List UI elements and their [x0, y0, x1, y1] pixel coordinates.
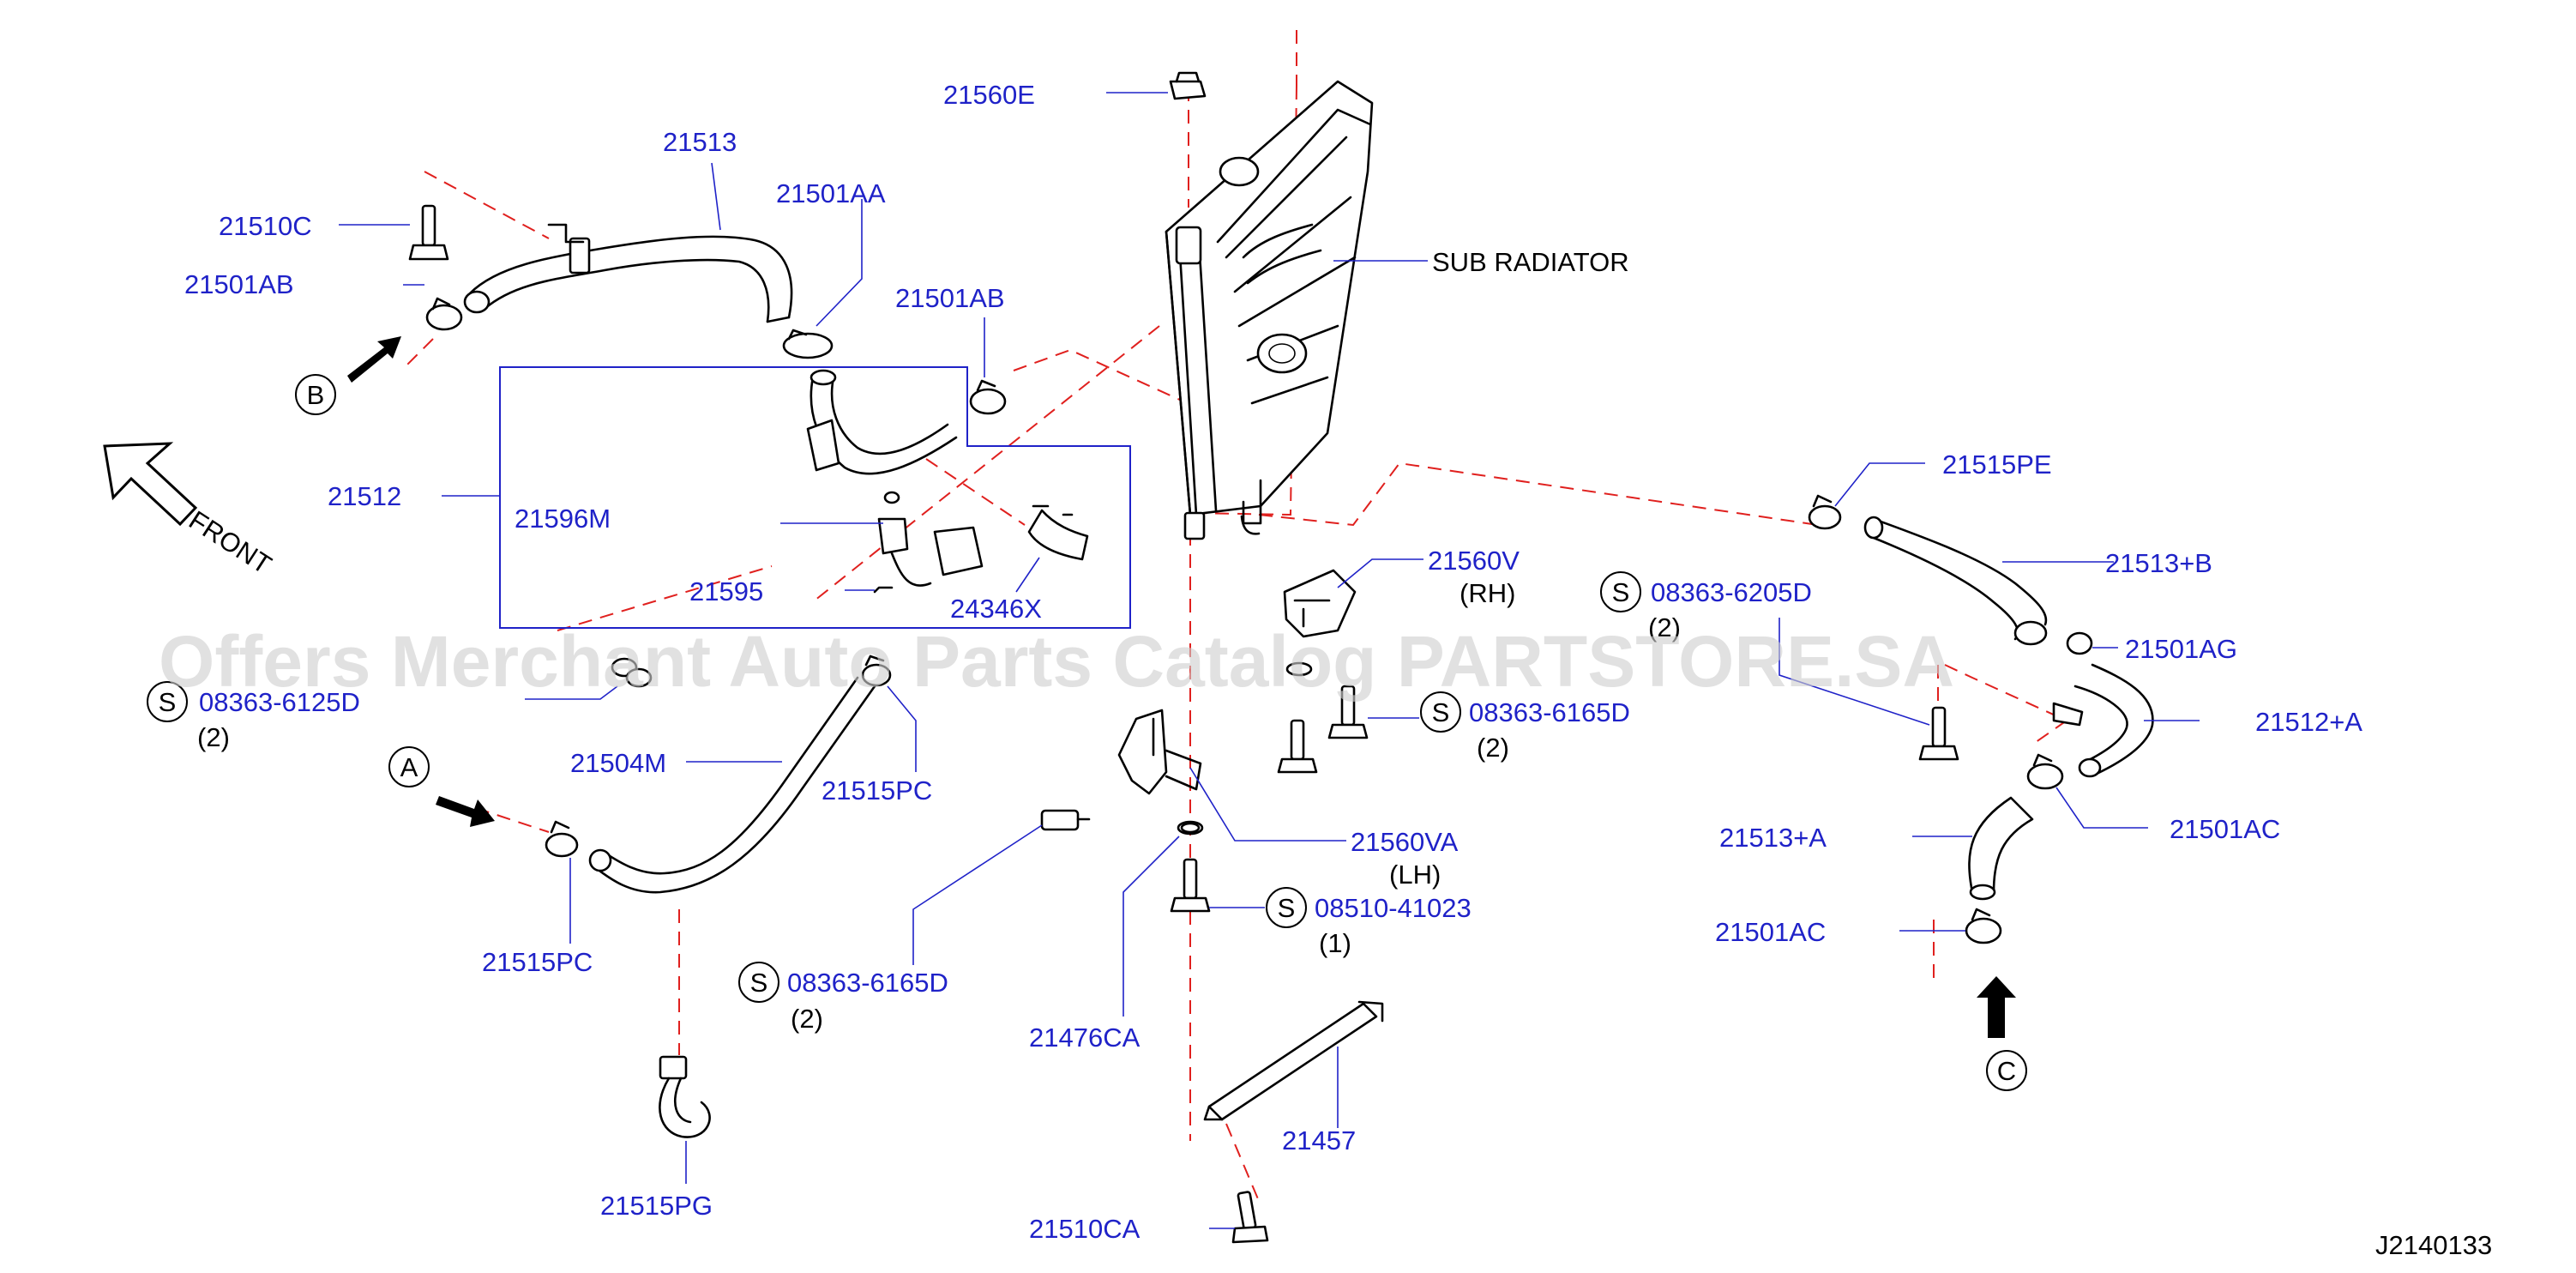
circle-ref-c: C — [1986, 1050, 2027, 1091]
assembly-21512[interactable] — [442, 366, 1131, 629]
label-screw-08363-6165D-lower[interactable]: 08363-6165D — [787, 968, 948, 998]
label-21595[interactable]: 21595 — [689, 576, 763, 606]
label-21501AA[interactable]: 21501AA — [776, 178, 886, 208]
part-labels: 21560E 21513 21501AA 21510C 21501AB 2150… — [184, 80, 2492, 1260]
bolt-08363-6205D[interactable] — [1779, 618, 1959, 761]
bolt-08363-6165D-lower[interactable] — [912, 809, 1091, 965]
hose-21504M[interactable] — [588, 676, 876, 894]
label-screw-08363-6205D-qty: (2) — [1648, 612, 1681, 643]
bolt-21510C[interactable] — [339, 204, 449, 261]
screw-symbol-1: S — [147, 681, 188, 722]
assembly-21512-outline — [499, 366, 1131, 629]
label-sub-radiator: SUB RADIATOR — [1432, 247, 1629, 277]
hose-21513[interactable] — [463, 162, 793, 323]
hose-clamp-21501AA[interactable] — [782, 199, 863, 359]
bracket-21560VA[interactable] — [1117, 709, 1346, 842]
label-21560V[interactable]: 21560V — [1428, 546, 1520, 576]
label-screw-08363-6205D[interactable]: 08363-6205D — [1651, 577, 1812, 607]
hose-clamp-21515PC-upper[interactable] — [861, 655, 917, 772]
label-21512[interactable]: 21512 — [328, 481, 401, 511]
label-24346X[interactable]: 24346X — [950, 594, 1042, 624]
label-21512A[interactable]: 21512+A — [2255, 707, 2362, 737]
svg-text:S: S — [1432, 697, 1450, 727]
assembly-guide-lines — [402, 30, 2069, 1202]
svg-text:S: S — [159, 687, 177, 717]
support-strip-21457[interactable] — [1203, 1000, 1384, 1128]
svg-text:S: S — [1612, 577, 1630, 607]
bolt-upper-small[interactable] — [1277, 719, 1318, 774]
circle-ref-b: B — [295, 374, 336, 415]
label-21560VA[interactable]: 21560VA — [1351, 827, 1459, 857]
label-21501AB-mid[interactable]: 21501AB — [895, 283, 1005, 313]
label-21515PE[interactable]: 21515PE — [1942, 449, 2052, 480]
label-21510CA[interactable]: 21510CA — [1029, 1214, 1141, 1244]
label-screw-08510-41023-qty: (1) — [1319, 928, 1351, 958]
hose-clamp-21501AB-left[interactable] — [403, 284, 463, 331]
label-screw-08363-6165D-upper[interactable]: 08363-6165D — [1469, 697, 1630, 727]
screw-symbol-2: S — [1600, 571, 1641, 612]
hose-clamp-21501AG[interactable] — [2066, 631, 2118, 655]
label-21501AB-left[interactable]: 21501AB — [184, 269, 294, 299]
label-screw-08363-6165D-lower-qty: (2) — [791, 1004, 823, 1034]
label-21501AG[interactable]: 21501AG — [2125, 634, 2237, 664]
label-21515PC-lower[interactable]: 21515PC — [482, 947, 593, 977]
hose-clamp-21501AB-mid[interactable] — [969, 317, 1007, 415]
label-21510C[interactable]: 21510C — [219, 211, 312, 241]
hose-clamp-21515PC-lower[interactable] — [545, 820, 579, 944]
hose-21513A[interactable] — [1912, 796, 2034, 901]
label-screw-08363-6125D-qty: (2) — [197, 722, 230, 752]
svg-text:S: S — [750, 968, 768, 998]
label-screw-08510-41023[interactable]: 08510-41023 — [1315, 893, 1472, 923]
label-21501AC-right[interactable]: 21501AC — [2170, 814, 2280, 844]
front-arrow-icon — [103, 442, 198, 527]
label-21513A[interactable]: 21513+A — [1719, 823, 1827, 853]
circle-ref-c-label: C — [1997, 1056, 2016, 1086]
clip-08363-6125D[interactable] — [525, 657, 653, 700]
bolt-08510-41023[interactable] — [1170, 858, 1265, 913]
hose-clamp-21501AC-right[interactable] — [2026, 753, 2148, 829]
label-21560V-side: (RH) — [1460, 578, 1515, 608]
arrow-c-icon — [1977, 976, 2016, 1038]
label-21560VA-side: (LH) — [1389, 860, 1441, 890]
screw-symbol-4: S — [738, 962, 779, 1003]
screw-symbol-5: S — [1266, 887, 1307, 928]
label-21515PG[interactable]: 21515PG — [600, 1191, 713, 1221]
label-21513B[interactable]: 21513+B — [2105, 548, 2212, 578]
circle-ref-a-label: A — [400, 752, 418, 782]
diagram-code: J2140133 — [2375, 1230, 2492, 1260]
label-screw-08363-6165D-upper-qty: (2) — [1477, 733, 1509, 763]
washer-21476CA[interactable] — [1122, 822, 1201, 1017]
arrow-a-icon — [436, 796, 495, 827]
bracket-21560V[interactable] — [1283, 558, 1423, 677]
label-21504M[interactable]: 21504M — [570, 748, 666, 778]
label-21476CA[interactable]: 21476CA — [1029, 1023, 1141, 1053]
label-21560E[interactable]: 21560E — [943, 80, 1035, 110]
hose-21513-leader — [711, 162, 721, 231]
hose-clamp-21515PE[interactable] — [1808, 462, 1925, 530]
circle-ref-b-label: B — [307, 380, 325, 410]
clip-21560E[interactable] — [1106, 71, 1207, 100]
label-front: FRONT — [184, 505, 277, 581]
hose-clamp-21501AC-lower[interactable] — [1899, 908, 2002, 944]
sub-radiator[interactable] — [1165, 80, 1428, 540]
label-21513[interactable]: 21513 — [663, 127, 737, 157]
svg-text:S: S — [1278, 893, 1296, 923]
watermark-text: Offers Merchant Auto Parts Catalog PARTS… — [159, 621, 1954, 702]
label-21501AC-lower[interactable]: 21501AC — [1715, 917, 1826, 947]
screw-symbol-3: S — [1420, 691, 1461, 733]
hose-21513B[interactable] — [1863, 516, 2114, 646]
bolt-08363-6165D-upper[interactable] — [1327, 685, 1419, 739]
label-21515PC-upper[interactable]: 21515PC — [822, 775, 932, 805]
hose-21512A[interactable] — [2052, 663, 2200, 778]
arrow-b-icon — [347, 336, 401, 383]
label-21596M[interactable]: 21596M — [515, 504, 611, 534]
circle-ref-a: A — [388, 746, 430, 787]
label-21457[interactable]: 21457 — [1282, 1125, 1356, 1155]
clip-21515PG[interactable] — [659, 1055, 711, 1184]
label-screw-08363-6125D[interactable]: 08363-6125D — [199, 687, 360, 717]
bolt-21510CA[interactable] — [1209, 1191, 1269, 1244]
